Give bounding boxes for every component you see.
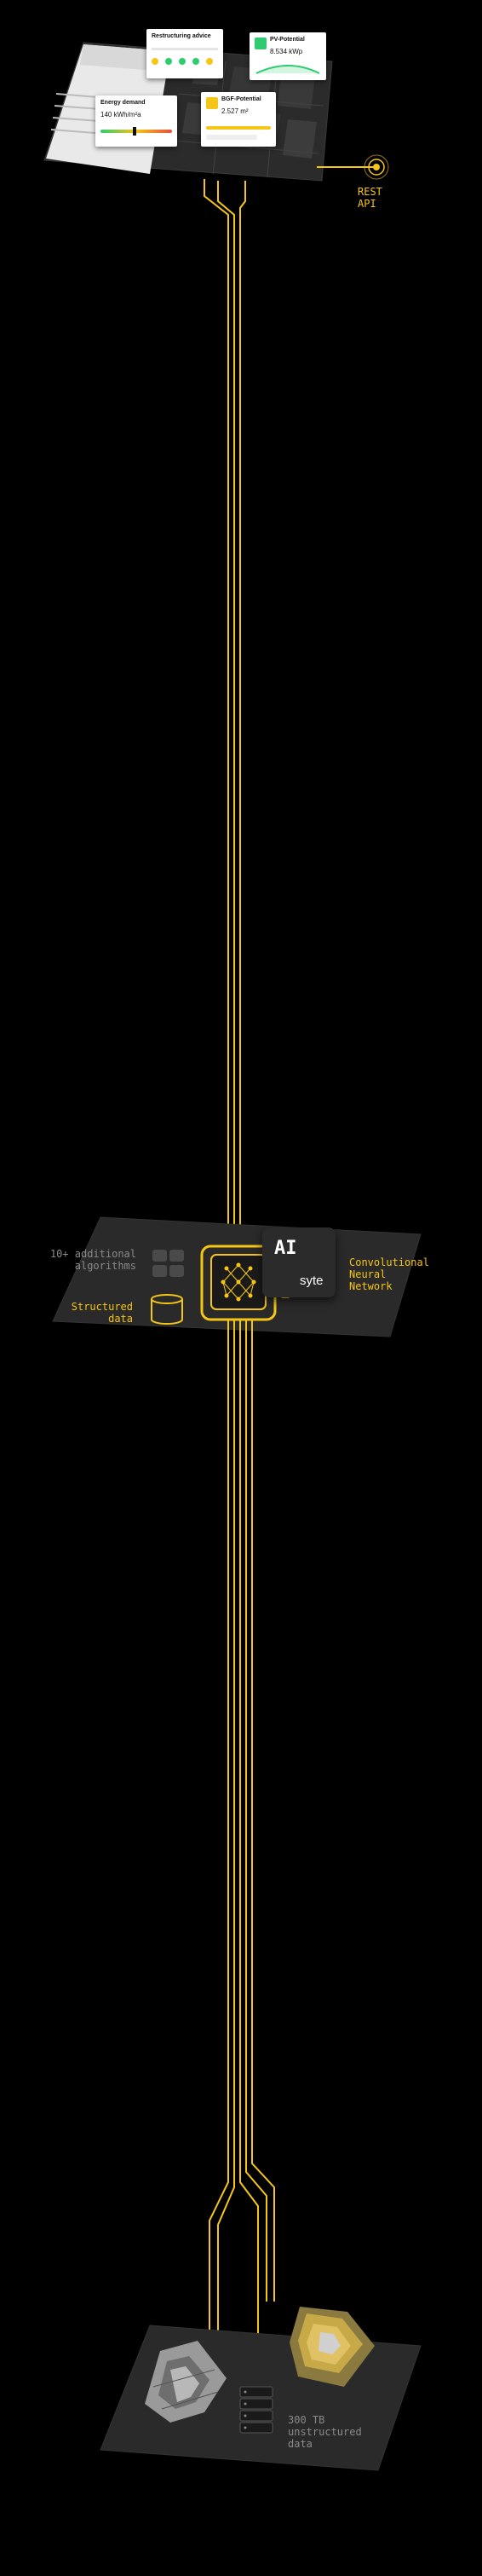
pv-curve — [255, 65, 320, 74]
cnn-label: Convolutional Neural Network — [349, 1256, 429, 1292]
energy-demand-value: 140 kWh/m²a — [100, 111, 141, 118]
energy-scale-bar — [100, 130, 172, 133]
database-icon — [151, 1294, 183, 1325]
bgf-bar — [206, 126, 271, 130]
restructuring-advice-title: Restructuring advice — [152, 33, 211, 39]
pv-potential-title: PV-Potential — [270, 37, 305, 43]
measure-icons — [152, 58, 218, 66]
structured-data-label: Structured data — [71, 1301, 133, 1325]
restructuring-advice-card: Restructuring advice — [146, 29, 223, 78]
server-stack-icon — [239, 2386, 273, 2434]
building-icon — [206, 97, 218, 109]
energy-demand-title: Energy demand — [100, 100, 146, 106]
ai-title: AI — [274, 1238, 297, 1259]
algorithm-tiles — [152, 1250, 184, 1277]
bottom-connection-lines — [209, 1320, 275, 2336]
pv-potential-card: PV-Potential 8.534 kWp — [250, 32, 326, 80]
bgf-potential-card: BGF-Potential 2.527 m² — [201, 92, 276, 147]
solar-panel-icon — [255, 38, 267, 49]
energy-scale-marker — [133, 127, 136, 136]
algorithms-label: 10+ additional algorithms — [49, 1248, 136, 1272]
top-connection-lines — [204, 179, 246, 1245]
bgf-potential-value: 2.527 m² — [221, 107, 249, 115]
unstructured-data-label: 300 TB unstructured data — [288, 2414, 362, 2450]
city-model-grey — [145, 2341, 227, 2423]
pv-potential-value: 8.534 kWp — [270, 48, 303, 55]
syte-brand: syte — [300, 1274, 324, 1288]
bgf-potential-title: BGF-Potential — [221, 96, 261, 102]
ai-syte-box: AI syte — [262, 1227, 336, 1297]
progress-track — [152, 48, 218, 50]
city-model-yellow — [290, 2307, 375, 2387]
energy-demand-card: Energy demand 140 kWh/m²a — [95, 95, 177, 147]
rest-api-connector — [317, 154, 389, 180]
bgf-subbar — [206, 135, 257, 140]
rest-api-label: REST API — [358, 186, 382, 210]
